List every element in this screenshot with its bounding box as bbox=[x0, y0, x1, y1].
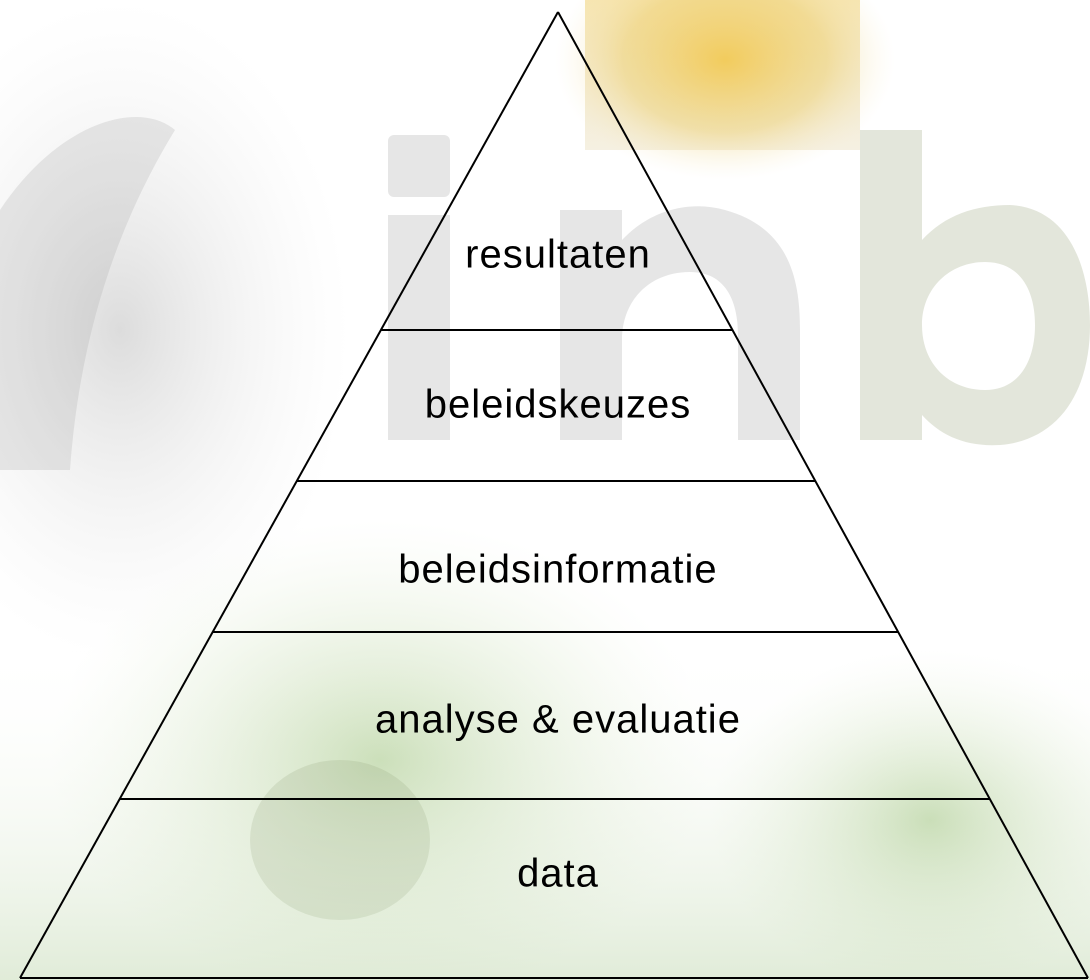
watermark-curved-shape bbox=[0, 116, 175, 471]
watermark-letter-i-stem bbox=[388, 215, 450, 440]
watermark-bottom-fade bbox=[0, 640, 1090, 980]
pyramid-dividers bbox=[119, 329, 990, 800]
pyramid-level-label-5: data bbox=[517, 852, 599, 896]
watermark-letter-i-dot bbox=[388, 135, 450, 197]
pyramid-right-edge bbox=[557, 11, 1089, 979]
pyramid-level-label-4: analyse & evaluatie bbox=[375, 698, 741, 742]
watermark-yellow-flower bbox=[555, 0, 895, 180]
pyramid-body bbox=[19, 11, 1089, 979]
pyramid-labels: resultaten beleidskeuzes beleidsinformatie… bbox=[375, 233, 741, 896]
watermark-letter-n bbox=[560, 206, 800, 440]
pyramid-level-label-2: beleidskeuzes bbox=[425, 383, 692, 427]
pyramid-left-edge bbox=[19, 11, 559, 979]
pyramid-level-label-3: beleidsinformatie bbox=[398, 548, 717, 592]
watermark-letters bbox=[388, 130, 1090, 446]
pyramid-level-label-1: resultaten bbox=[465, 233, 651, 277]
watermark-letter-b bbox=[860, 130, 1090, 446]
watermark-grey-leaf bbox=[0, 0, 350, 660]
